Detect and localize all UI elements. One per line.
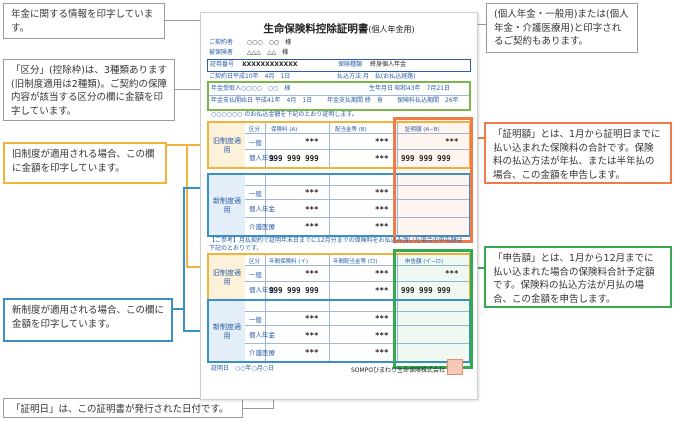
- annual-premium-header: 年間保険料 (イ): [269, 259, 309, 265]
- policy-no-label: 証券番号: [210, 61, 235, 68]
- certified-header: 証明額 (A−B): [405, 127, 440, 133]
- general-certified: ***: [445, 137, 459, 146]
- row-general: 一般: [249, 139, 262, 147]
- decl-new-pension-premium: ***: [305, 331, 319, 340]
- old-system-certified-section: 旧制度適用 区分 保険料 (A) 配当金等 (B) 証明額 (A−B) 一般 *…: [207, 121, 471, 169]
- callout-cert-date: 「証明日」は、この証明書が発行された日付です。: [3, 398, 243, 418]
- insured-label: 被保険者: [209, 49, 234, 56]
- company-name: SOMPOひまわり生命保険株式会社: [351, 367, 446, 374]
- annuitant: 年金受取人○○○○ ○○ 様: [211, 85, 291, 92]
- callout-annuity-info: 年金に関する情報を印字しています。: [3, 3, 165, 39]
- old-system-label: 旧制度適用: [213, 269, 241, 286]
- leader-line: [186, 144, 188, 268]
- decl-pension-premium: 999 999 999: [269, 286, 319, 295]
- decl-general-dividend: ***: [375, 269, 389, 278]
- reference-note: 【ご参考】月払契約で証明年末日までに12月分までの保険料をお払込み頂いた場合の申…: [209, 237, 463, 252]
- general-dividend: ***: [375, 137, 389, 146]
- row-pension: 個人年金: [249, 286, 275, 294]
- decl-pension-declared: 999 999 999: [401, 286, 451, 295]
- row-pension: 個人年金: [249, 154, 275, 162]
- declared-amount-highlight: [393, 249, 473, 369]
- old-system-label: 旧制度適用: [213, 137, 241, 154]
- decl-general-declared: ***: [445, 269, 459, 278]
- amount-note: ○○○○○○ のお払込金額を下記のとおり証明します。: [211, 111, 358, 118]
- leader-line: [183, 187, 208, 189]
- annuity-period: 年金支払期間 終 身: [327, 97, 383, 104]
- insured-value: △△△ △△ 様: [247, 49, 289, 56]
- decl-general-premium: ***: [305, 269, 319, 278]
- kubun-header: 区分: [249, 259, 261, 265]
- row-pension: 個人年金: [249, 205, 275, 213]
- new-system-label: 新制度適用: [213, 323, 241, 340]
- contractor-label: ご契約者: [209, 39, 234, 46]
- certified-amount-highlight: [393, 117, 473, 243]
- pay-period: 保険料払込期間 26年: [397, 97, 459, 104]
- leader-line: [183, 187, 185, 332]
- certificate-document: 生命保険料控除証明書(個人年金用) ご契約者 ○○○ ○○ 様 被保険者 △△△…: [200, 12, 478, 400]
- row-general: 一般: [249, 190, 262, 198]
- title-sub: (個人年金用): [368, 25, 415, 34]
- row-general: 一般: [249, 316, 262, 324]
- new-pension-premium: ***: [305, 205, 319, 214]
- new-care-premium: ***: [305, 222, 319, 231]
- policy-type-label: 保険種類: [338, 61, 363, 68]
- policy-row: 証券番号 XXXXXXXXXXXX 保険種類 終身個人年金: [207, 59, 471, 72]
- contract-date: ご契約日平成10年 4月 1日: [209, 73, 291, 80]
- leader-line: [175, 89, 205, 90]
- dividend-header: 配当金等 (B): [335, 127, 367, 133]
- leader-line: [165, 20, 209, 21]
- decl-pension-dividend: ***: [375, 286, 389, 295]
- decl-new-care-dividend: ***: [375, 348, 389, 357]
- pension-certified: 999 999 999: [401, 154, 451, 163]
- callout-old-system: 旧制度が適用される場合、この欄に金額を印字しています。: [3, 142, 167, 184]
- decl-new-pension-dividend: ***: [375, 331, 389, 340]
- kubun-header: 区分: [249, 127, 261, 133]
- new-general-premium: ***: [305, 188, 319, 197]
- policy-type-value: 終身個人年金: [370, 61, 407, 68]
- callout-pension-type: (個人年金・一般用)または(個人年金・介護医療用)と印字されるご契約もあります。: [486, 3, 638, 53]
- new-pension-dividend: ***: [375, 205, 389, 214]
- annuity-info-box: 年金受取人○○○○ ○○ 様 生年月日 昭和43年 7月21日 年金支払開始日 …: [207, 81, 471, 111]
- row-general: 一般: [249, 271, 262, 279]
- cert-date: 証明日 ○○年○月○日: [211, 365, 274, 372]
- premium-header: 保険料 (A): [271, 127, 298, 133]
- new-general-dividend: ***: [375, 188, 389, 197]
- leader-line: [173, 308, 185, 310]
- leader-line: [243, 408, 273, 409]
- company-seal: [447, 359, 463, 375]
- leader-line: [183, 330, 208, 332]
- new-care-dividend: ***: [375, 222, 389, 231]
- new-system-certified-section: 新制度適用 一般 *** *** 個人年金 *** *** 介護医療 *** *…: [207, 173, 471, 237]
- pension-dividend: ***: [375, 154, 389, 163]
- policy-no-value: XXXXXXXXXXXX: [242, 61, 298, 68]
- decl-new-care-premium: ***: [305, 348, 319, 357]
- general-premium: ***: [305, 137, 319, 146]
- callout-new-system: 新制度が適用される場合、この欄に金額を印字しています。: [3, 298, 173, 342]
- birth-date: 生年月日 昭和43年 7月21日: [369, 85, 450, 92]
- declared-header: 申告額 (イ−ロ): [405, 259, 444, 265]
- annuity-start: 年金支払開始日 平成41年 4月 1日: [211, 97, 313, 104]
- new-system-label: 新制度適用: [213, 197, 241, 214]
- decl-new-general-dividend: ***: [375, 314, 389, 323]
- leader-line: [186, 266, 208, 268]
- callout-kubun: 「区分」(控除枠)は、3種類あります(旧制度適用は2種類)。ご契約の保障内容が該…: [3, 59, 175, 121]
- row-pension: 個人年金: [249, 331, 275, 339]
- callout-declared-amount: 「申告額」とは、1月から12月までに払い込まれた場合の保険料合計予定額です。保険…: [484, 246, 672, 308]
- new-system-declared-section: 新制度適用 一般 *** *** 個人年金 *** *** 介護医療 *** *…: [207, 299, 471, 363]
- title-main: 生命保険料控除証明書: [263, 23, 369, 35]
- callout-certified-amount: 「証明額」とは、1月から証明日までに払い込まれた保険料の合計です。保険料の払込方…: [484, 122, 672, 184]
- row-care: 介護医療: [249, 349, 275, 357]
- contractor-value: ○○○ ○○ 様: [247, 39, 292, 46]
- row-care: 介護医療: [249, 223, 275, 231]
- certificate-title: 生命保険料控除証明書(個人年金用): [201, 21, 477, 36]
- pension-premium: 999 999 999: [269, 154, 319, 163]
- pay-method: 払込方法 月 払(お払込経路): [337, 73, 416, 80]
- decl-new-general-premium: ***: [305, 314, 319, 323]
- annual-dividend-header: 年間配当金等 (ロ): [333, 259, 378, 265]
